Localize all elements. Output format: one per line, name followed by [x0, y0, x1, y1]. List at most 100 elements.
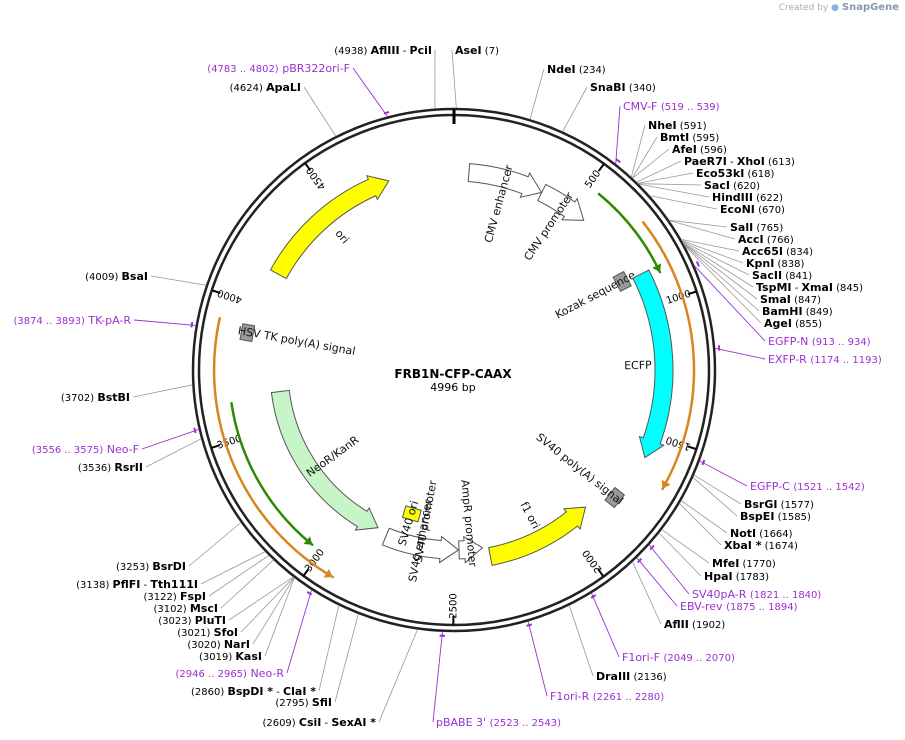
enzyme-label-mfei: MfeI (1770): [712, 557, 776, 570]
enzyme-leader-sfii: [334, 613, 359, 703]
enzyme-leader-sacii: [682, 241, 750, 276]
primer-range: (1521 .. 1542): [793, 482, 865, 493]
enzyme-label-part: XbaI *: [724, 539, 762, 552]
primer-mark-egfp-n: [695, 261, 700, 267]
enzyme-leader-mfei: [661, 529, 710, 564]
enzyme-label-tspmi-xmai: TspMI - XmaI (845): [756, 281, 863, 294]
enzyme-label-part: Acc65I: [742, 245, 783, 258]
enzyme-label-part: (622): [753, 193, 783, 204]
enzyme-leader-agei: [684, 245, 762, 324]
enzyme-label-part: TspMI: [756, 281, 792, 294]
feature-label-sv40-polya-signal: SV40 poly(A) signal: [534, 431, 626, 508]
enzyme-label-part: (849): [803, 307, 833, 318]
enzyme-label-part: EcoNI: [720, 203, 755, 216]
enzyme-label-part: SmaI: [760, 293, 791, 306]
enzyme-label-bspei: BspEI (1585): [740, 510, 811, 523]
enzyme-label-part: (7): [482, 46, 499, 57]
enzyme-label-sali: SalI (765): [730, 221, 783, 234]
enzyme-label-part: NdeI: [547, 63, 576, 76]
enzyme-label-part: (3021): [177, 628, 213, 639]
orf-orange-left-arc: [212, 316, 335, 579]
enzyme-label-part: AccI: [738, 233, 764, 246]
feature-ecfp: [632, 269, 674, 459]
primer-mark-pbr322ori-f: [383, 111, 390, 115]
enzyme-label-sacii: SacII (841): [752, 269, 812, 282]
enzyme-leader-hindiii: [638, 183, 710, 198]
enzyme-leader-pflfi-tth111i: [200, 551, 266, 585]
primer-label-pbr322ori-f: (4783 .. 4802) pBR322ori-F: [207, 62, 350, 75]
enzyme-leader-bstbi: [132, 384, 193, 398]
enzyme-leader-msci: [220, 559, 274, 609]
enzyme-label-econi: EcoNI (670): [720, 203, 785, 216]
enzyme-leader-nhei: [630, 124, 646, 178]
primer-name: F1ori-F: [622, 651, 660, 664]
primer-label-sv40pa-r: SV40pA-R (1821 .. 1840): [692, 588, 821, 601]
enzyme-leader-xbai: [679, 503, 722, 546]
primer-label-f1ori-r: F1ori-R (2261 .. 2280): [550, 690, 664, 703]
enzyme-label-part: HindIII: [712, 191, 753, 204]
primer-leader-f1ori-r: [527, 621, 548, 697]
feature-label-f1-ori: f1 ori: [518, 500, 543, 531]
primer-name: TK-pA-R: [87, 314, 131, 327]
primer-mark-f1ori-f: [590, 594, 597, 599]
feature-ampr-promoter: [458, 535, 484, 564]
enzyme-label-part: (591): [677, 121, 707, 132]
primer-leader-ebv-rev: [636, 557, 678, 607]
scale-tick-label: 4500: [305, 164, 329, 191]
enzyme-label-part: XhoI: [737, 155, 765, 168]
primer-range: (3874 .. 3893): [13, 316, 85, 327]
enzyme-label-part: (2860): [191, 687, 227, 698]
primer-mark-egfp-c: [701, 459, 706, 466]
enzyme-label-aflii: AflII (1902): [664, 618, 725, 631]
enzyme-label-snabi: SnaBI (340): [590, 81, 656, 94]
primer-name: Neo-R: [250, 667, 284, 680]
scale-tick: [304, 162, 312, 171]
scale-tick-label: 4000: [216, 287, 244, 305]
enzyme-label-pflfi-tth111i: (3138) PflFI - Tth111I: [76, 578, 198, 591]
primer-label-cmv-f: CMV-F (519 .. 539): [623, 100, 720, 113]
enzyme-label-part: Tth111I: [150, 578, 198, 591]
feature-label-ecfp: ECFP: [624, 359, 652, 373]
enzyme-leader-csii-sexai: [378, 629, 418, 723]
enzyme-label-acci: AccI (766): [738, 233, 794, 246]
feature-neor-kanr: [270, 389, 379, 531]
enzyme-label-part: (3122): [144, 592, 180, 603]
primer-name: pBR322ori-F: [282, 62, 350, 75]
enzyme-leader-tspmi-xmai: [682, 242, 754, 288]
enzyme-label-agei: AgeI (855): [764, 317, 822, 330]
primer-label-egfp-c: EGFP-C (1521 .. 1542): [750, 480, 865, 493]
enzyme-label-part: SexAI *: [331, 716, 376, 729]
primer-range: (1875 .. 1894): [726, 602, 798, 613]
primer-range: (2049 .. 2070): [663, 653, 735, 664]
enzyme-label-bsai: (4009) BsaI: [85, 270, 148, 283]
primer-range: (2261 .. 2280): [593, 692, 665, 703]
primer-range: (519 .. 539): [661, 102, 720, 113]
feature-sv40-promoter: [381, 527, 460, 564]
enzyme-label-part: AflII: [664, 618, 689, 631]
enzyme-label-part: (1577): [777, 500, 814, 511]
primer-labels: (4783 .. 4802) pBR322ori-F CMV-F (519 .. …: [13, 62, 881, 729]
enzyme-label-part: (3020): [187, 640, 223, 651]
enzyme-label-part: (855): [792, 319, 822, 330]
enzyme-label-part: MfeI: [712, 557, 739, 570]
enzyme-label-part: (340): [626, 83, 656, 94]
enzyme-leader-sali: [668, 219, 728, 228]
enzyme-label-kpni: KpnI (838): [746, 257, 804, 270]
enzyme-label-part: (3536): [78, 463, 114, 474]
enzyme-label-part: (1674): [761, 541, 798, 552]
enzyme-leader-noti: [680, 500, 728, 534]
enzyme-label-saci: SacI (620): [704, 179, 760, 192]
plasmid-length: 4996 bp: [430, 381, 475, 394]
enzyme-label-bmti: BmtI (595): [660, 131, 719, 144]
enzyme-leader-hpai: [658, 532, 702, 577]
enzyme-leader-paer7i-xhoi: [636, 160, 682, 183]
enzyme-label-sfii: (2795) SfiI: [275, 696, 332, 709]
enzyme-leader-asei: [451, 49, 457, 109]
enzyme-leader-saci: [638, 183, 702, 186]
enzyme-label-noti: NotI (1664): [730, 527, 793, 540]
enzyme-label-part: AfeI: [672, 143, 697, 156]
enzyme-label-part: ApaLI: [266, 81, 301, 94]
enzyme-label-part: BspEI: [740, 510, 774, 523]
enzyme-leader-fspi: [208, 555, 270, 597]
orf-orange-right-arc: [641, 221, 696, 491]
